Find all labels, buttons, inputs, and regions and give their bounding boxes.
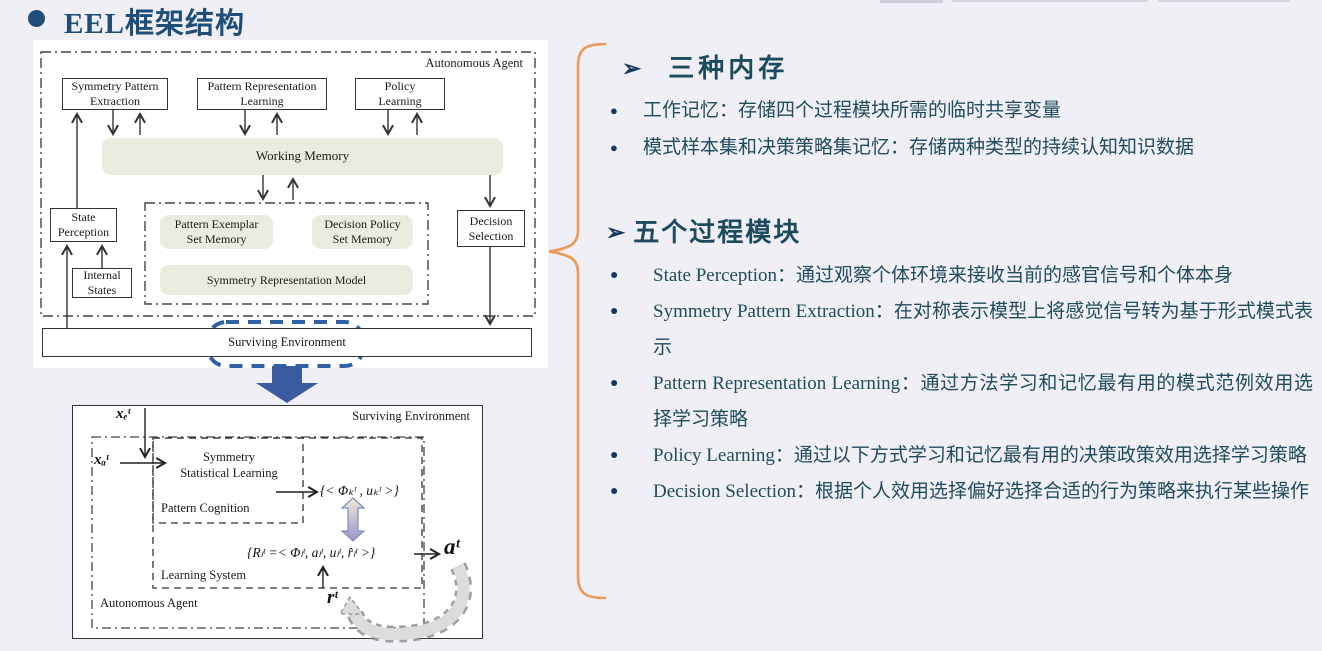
bullet-text: 模式样本集和决策策略集记忆：存储两种类型的持续认知知识数据 xyxy=(643,137,1195,158)
heading-text: 五个过程模块 xyxy=(633,218,802,247)
section-modules-heading: ➢ 五个过程模块 xyxy=(606,212,801,249)
crop-artifact xyxy=(880,0,943,3)
page-title: EEL框架结构 xyxy=(64,8,246,40)
environment2-label: Surviving Environment xyxy=(352,409,470,423)
list-item: ● Decision Selection：根据个人效用选择偏好选择合适的行为策略… xyxy=(610,474,1315,510)
symmetry-representation-model-box: Symmetry Representation Model xyxy=(160,265,413,295)
working-memory-box: Working Memory xyxy=(102,138,503,175)
bullet-icon: ● xyxy=(610,140,618,155)
bullet-icon: ● xyxy=(610,268,619,283)
pattern-set-formula: {< Φₖᵗ , uₖᵗ >} xyxy=(320,483,399,498)
bullet-text: Symmetry Pattern Extraction：在对称表示模型上将感觉信… xyxy=(653,301,1313,358)
bullet-icon: ● xyxy=(610,448,619,463)
list-item: ● Pattern Representation Learning：通过方法学习… xyxy=(610,366,1315,438)
heading-arrow-icon: ➢ xyxy=(622,56,642,81)
internal-states-box: Internal States xyxy=(72,268,132,298)
bullet-icon: ● xyxy=(610,484,619,499)
crop-artifact xyxy=(952,0,1148,2)
agent-label: Autonomous Agent xyxy=(425,56,523,70)
bullet-icon: ● xyxy=(610,103,618,118)
bullet-text: Pattern Representation Learning：通过方法学习和记… xyxy=(653,373,1313,430)
symmetry-pattern-extraction-box: Symmetry Pattern Extraction xyxy=(62,78,168,110)
symmetry-statistical-learning-label: Symmetry Statistical Learning xyxy=(180,450,278,481)
state-perception-box: State Perception xyxy=(50,208,117,242)
env-input-symbol: xₑᵗ xyxy=(116,406,131,422)
memory-bullet-list: ● 工作记忆：存储四个过程模块所需的临时共享变量 ● 模式样本集和决策策略集记忆… xyxy=(610,92,1315,166)
policy-set-formula: {Rₗᵗ =< Φₗᵗ, aₗᵗ, uₗᵗ, r̂ₗᵗ >} xyxy=(247,545,376,560)
title-bullet-icon xyxy=(28,10,45,27)
bullet-text: 工作记忆：存储四个过程模块所需的临时共享变量 xyxy=(643,100,1062,121)
decision-selection-box: Decision Selection xyxy=(457,210,525,247)
pattern-cognition-label: Pattern Cognition xyxy=(161,501,250,515)
bullet-text: Policy Learning：通过以下方式学习和记忆最有用的决策政策效用选择学… xyxy=(653,445,1307,466)
heading-text: 三种内存 xyxy=(668,54,789,83)
list-item: ● Symmetry Pattern Extraction：在对称表示模型上将感… xyxy=(610,294,1315,366)
bullet-icon: ● xyxy=(610,376,619,391)
bullet-text: Decision Selection：根据个人效用选择偏好选择合适的行为策略来执… xyxy=(653,481,1309,502)
list-item: ● 工作记忆：存储四个过程模块所需的临时共享变量 xyxy=(610,92,1315,129)
action-symbol: aᵗ xyxy=(444,534,460,559)
learning-loop-diagram: Surviving Environment Autonomous Agent S… xyxy=(58,398,498,650)
pattern-exemplar-set-memory-box: Pattern Exemplar Set Memory xyxy=(160,215,273,249)
list-item: ● 模式样本集和决策策略集记忆：存储两种类型的持续认知知识数据 xyxy=(610,129,1315,166)
learning-system-label: Learning System xyxy=(161,568,247,582)
surviving-environment-bar: Surviving Environment xyxy=(42,328,532,357)
crop-artifact xyxy=(1158,0,1290,2)
bullet-icon: ● xyxy=(610,304,619,319)
policy-learning-box: Policy Learning xyxy=(355,78,445,110)
agent-architecture-diagram: Autonomous Agent Symmetry Pattern Extrac… xyxy=(33,40,548,368)
agent2-label: Autonomous Agent xyxy=(100,596,198,610)
reward-symbol: rᵗ xyxy=(327,587,338,608)
list-item: ● Policy Learning：通过以下方式学习和记忆最有用的决策政策效用选… xyxy=(610,438,1315,474)
bullet-text: State Perception：通过观察个体环境来接收当前的感官信号和个体本身 xyxy=(653,265,1233,286)
decision-policy-set-memory-box: Decision Policy Set Memory xyxy=(312,215,413,249)
orange-brace xyxy=(548,42,607,600)
section-memory-heading: ➢ 三种内存 xyxy=(622,48,788,85)
pattern-representation-learning-box: Pattern Representation Learning xyxy=(197,78,327,110)
heading-arrow-icon: ➢ xyxy=(606,220,626,245)
list-item: ● State Perception：通过观察个体环境来接收当前的感官信号和个体… xyxy=(610,258,1315,294)
modules-bullet-list: ● State Perception：通过观察个体环境来接收当前的感官信号和个体… xyxy=(610,258,1315,510)
agent-input-symbol: xₐᵗ xyxy=(94,452,109,468)
